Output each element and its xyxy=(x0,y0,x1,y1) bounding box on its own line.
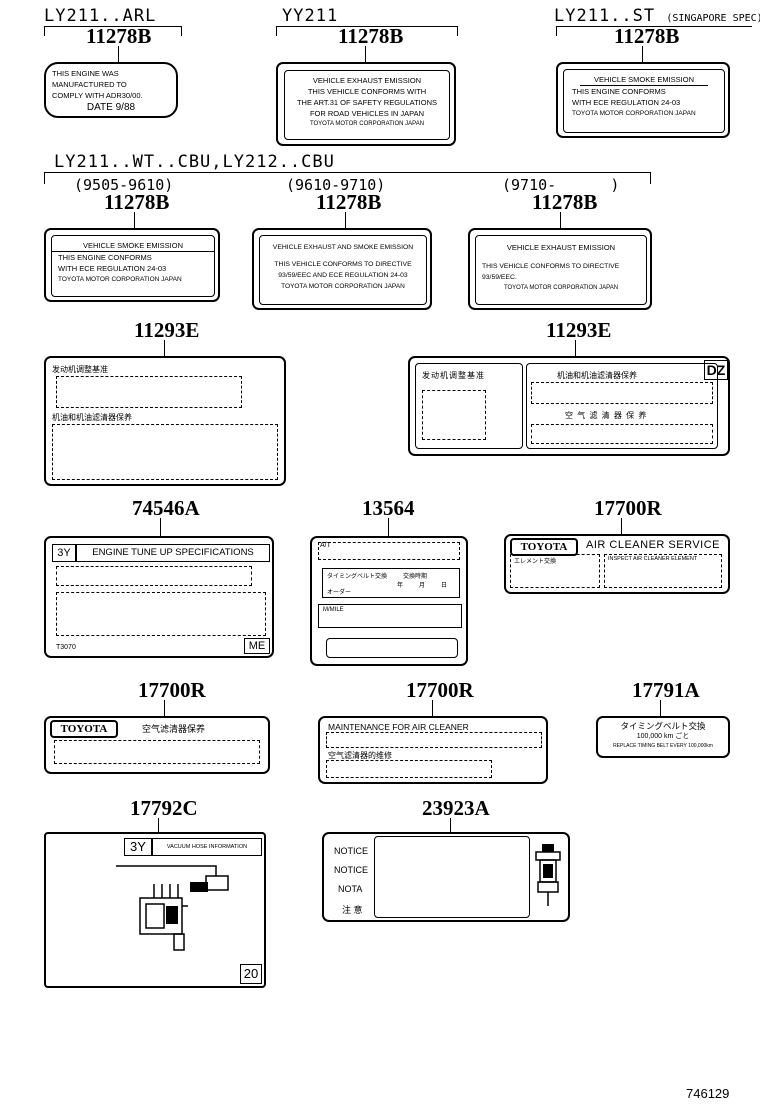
air-cleaner-service-label: TOYOTA 空气滤清器保养 xyxy=(44,716,270,774)
notice-label: NOTICE NOTICE NOTA 注 意 xyxy=(322,832,570,922)
part-number: 17700R xyxy=(138,678,206,702)
part-number: 23923A xyxy=(422,796,490,820)
toyota-logo: TOYOTA xyxy=(50,720,118,738)
engine-compliance-label: THIS ENGINE WAS MANUFACTURED TO COMPLY W… xyxy=(44,62,178,118)
group-label-yy211: YY211 xyxy=(282,6,339,26)
engine-code-box: 3Y xyxy=(52,544,76,562)
label-title: ENGINE TUNE UP SPECIFICATIONS xyxy=(76,544,270,562)
group-label-ly211-arl: LY211..ARL xyxy=(44,6,157,26)
part-number: 11278B xyxy=(532,190,598,214)
group-label-ly211-wt-cbu: LY211..WT..CBU,LY212..CBU xyxy=(54,152,335,172)
vacuum-hose-diagram-icon xyxy=(116,865,229,951)
spark-plug-icon xyxy=(535,844,561,906)
label-title: VACUUM HOSE INFORMATION xyxy=(152,838,262,856)
air-cleaner-service-label: TOYOTA AIR CLEANER SERVICE エレメント交換 INSPE… xyxy=(504,534,730,594)
label-code-box: DZ xyxy=(704,360,728,380)
date-range: (9710- ) xyxy=(502,176,620,194)
vehicle-exhaust-smoke-emission-label: VEHICLE EXHAUST AND SMOKE EMISSION THIS … xyxy=(252,228,432,310)
part-number: 17700R xyxy=(594,496,662,520)
part-number: 17792C xyxy=(130,796,198,820)
vehicle-smoke-emission-label: VEHICLE SMOKE EMISSION THIS ENGINE CONFO… xyxy=(44,228,220,302)
timing-belt-replacement-label: タイミングベルト交換 100,000 km ごと REPLACE TIMING … xyxy=(596,716,730,758)
air-cleaner-maintenance-label: MAINTENANCE FOR AIR CLEANER 空气滤清器的维修 xyxy=(318,716,548,784)
vacuum-hose-information-label: 3Y VACUUM HOSE INFORMATION 20 xyxy=(44,832,266,988)
part-number: 74546A xyxy=(132,496,200,520)
part-number: 11278B xyxy=(86,24,152,48)
part-number: 11293E xyxy=(546,318,612,342)
timing-belt-record-label: A/T タイミングベルト交換 交換時期 年 月 日 オーダー M/MILE xyxy=(310,536,468,666)
date-range: (9610-9710) xyxy=(286,176,386,194)
part-number: 11278B xyxy=(104,190,170,214)
toyota-logo: TOYOTA xyxy=(510,538,578,556)
corner-code-box: ME xyxy=(244,638,270,654)
part-number: 17791A xyxy=(632,678,700,702)
vehicle-smoke-emission-label: VEHICLE SMOKE EMISSION THIS ENGINE CONFO… xyxy=(556,62,730,138)
engine-code-box: 3Y xyxy=(124,838,152,856)
group-label-ly211-st: LY211..ST (SINGAPORE SPEC) xyxy=(554,6,760,26)
engine-tune-oil-filter-label: 发动机调整基准 机油和机油滤清器保养 xyxy=(44,356,286,486)
corner-code-box: 20 xyxy=(240,964,262,984)
part-number: 11278B xyxy=(316,190,382,214)
part-number: 11293E xyxy=(134,318,200,342)
engine-tune-filter-service-label: 发动机调整基准 机油和机油滤清器保养 空 气 滤 清 器 保 养 DZ xyxy=(408,356,730,456)
part-number: 11278B xyxy=(338,24,404,48)
vehicle-exhaust-emission-label: VEHICLE EXHAUST EMISSION THIS VEHICLE CO… xyxy=(468,228,652,310)
diagram-id: 746129 xyxy=(686,1086,730,1101)
date-range: (9505-9610) xyxy=(74,176,174,194)
engine-tune-up-spec-label: 3Y ENGINE TUNE UP SPECIFICATIONS T3070 M… xyxy=(44,536,274,658)
part-number: 11278B xyxy=(614,24,680,48)
part-number: 13564 xyxy=(362,496,415,520)
vehicle-exhaust-emission-label: VEHICLE EXHAUST EMISSION THIS VEHICLE CO… xyxy=(276,62,456,146)
part-number: 17700R xyxy=(406,678,474,702)
